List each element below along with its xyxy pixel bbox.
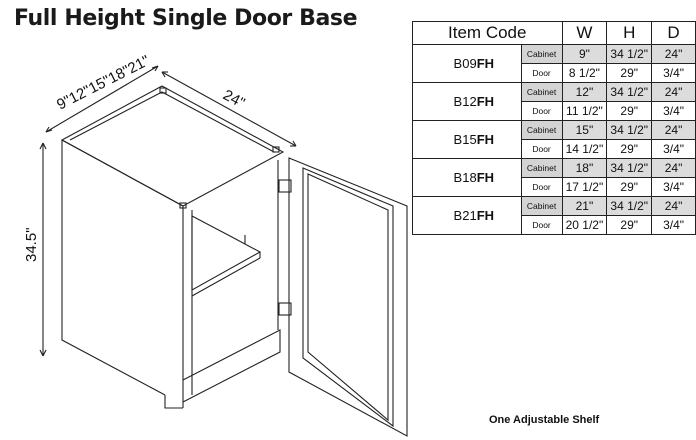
footer-note: One Adjustable Shelf (489, 414, 600, 426)
cell-w: 17 1/2" (561, 177, 608, 197)
row-label: Door (520, 63, 563, 83)
cell-h: 29" (606, 139, 653, 159)
table-row: B15FH Cabinet 15" 34 1/2" 24" (412, 120, 696, 159)
row-label: Cabinet (520, 120, 563, 140)
cell-d: 3/4" (651, 177, 696, 197)
item-code: B12FH (412, 82, 522, 121)
spec-table: Item Code W H D B09FH Cabinet 9" 34 1/2"… (412, 21, 696, 235)
item-code: B15FH (412, 120, 522, 159)
cell-w: 18" (561, 158, 608, 178)
cell-d: 24" (651, 82, 696, 102)
table-row: B21FH Cabinet 21" 34 1/2" 24" (412, 196, 696, 235)
cell-w: 21" (561, 196, 608, 216)
table-row: Door 14 1/2" 29" 3/4" (413, 139, 696, 159)
row-label: Cabinet (520, 82, 563, 102)
table-row: Door 17 1/2" 29" 3/4" (413, 177, 696, 197)
cell-d: 3/4" (651, 63, 696, 83)
cell-h: 29" (606, 63, 653, 83)
row-label: Door (520, 177, 563, 197)
cell-h: 34 1/2" (606, 44, 653, 64)
table-row: Door 8 1/2" 29" 3/4" (413, 63, 696, 83)
item-code: B18FH (412, 158, 522, 197)
adjustable-shelf (191, 215, 262, 291)
spec-table-header: Item Code W H D (412, 21, 696, 45)
depth-dimension-label: 24" (220, 87, 247, 112)
header-w: W (561, 21, 608, 45)
cell-w: 15" (561, 120, 608, 140)
cell-h: 29" (606, 177, 653, 197)
depth-dimension-line (161, 71, 297, 147)
row-label: Cabinet (520, 44, 563, 64)
cell-d: 24" (651, 120, 696, 140)
cell-w: 12" (561, 82, 608, 102)
item-code: B09FH (412, 44, 522, 83)
cell-w: 8 1/2" (561, 63, 608, 83)
height-dimension-label: 34.5" (23, 227, 40, 262)
header-d: D (651, 21, 696, 45)
width-dimension-line (45, 65, 159, 133)
table-row: B09FH Cabinet 9" 34 1/2" 24" (412, 44, 696, 83)
row-label: Cabinet (520, 158, 563, 178)
table-row: B12FH Cabinet 12" 34 1/2" 24" (412, 82, 696, 121)
cell-d: 24" (651, 158, 696, 178)
header-h: H (606, 21, 653, 45)
cell-d: 3/4" (651, 101, 696, 121)
cell-d: 3/4" (651, 139, 696, 159)
cell-d: 24" (651, 196, 696, 216)
table-row: B18FH Cabinet 18" 34 1/2" 24" (412, 158, 696, 197)
cell-w: 9" (561, 44, 608, 64)
cabinet-top (60, 85, 285, 207)
row-label: Door (520, 101, 563, 121)
hinge-top-icon (278, 179, 292, 193)
table-row: Door 11 1/2" 29" 3/4" (413, 101, 696, 121)
cell-h: 34 1/2" (606, 120, 653, 140)
cabinet-door (288, 157, 408, 437)
cell-h: 34 1/2" (606, 158, 653, 178)
header-item-code: Item Code (412, 21, 563, 45)
row-label: Cabinet (520, 196, 563, 216)
cell-w: 20 1/2" (561, 215, 608, 235)
cabinet-left-side (61, 140, 166, 396)
cell-w: 14 1/2" (561, 139, 608, 159)
cell-h: 29" (606, 101, 653, 121)
row-label: Door (520, 215, 563, 235)
table-row: Door 20 1/2" 29" 3/4" (413, 215, 696, 235)
cell-h: 34 1/2" (606, 196, 653, 216)
row-label: Door (520, 139, 563, 159)
cell-d: 3/4" (651, 215, 696, 235)
page-title: Full Height Single Door Base (14, 6, 358, 31)
cell-w: 11 1/2" (561, 101, 608, 121)
cabinet-drawing: 9"12"15"18"21" 24" 34.5" (23, 52, 408, 437)
hinge-bottom-icon (278, 302, 292, 316)
cell-h: 34 1/2" (606, 82, 653, 102)
item-code: B21FH (412, 196, 522, 235)
cell-h: 29" (606, 215, 653, 235)
cell-d: 24" (651, 44, 696, 64)
